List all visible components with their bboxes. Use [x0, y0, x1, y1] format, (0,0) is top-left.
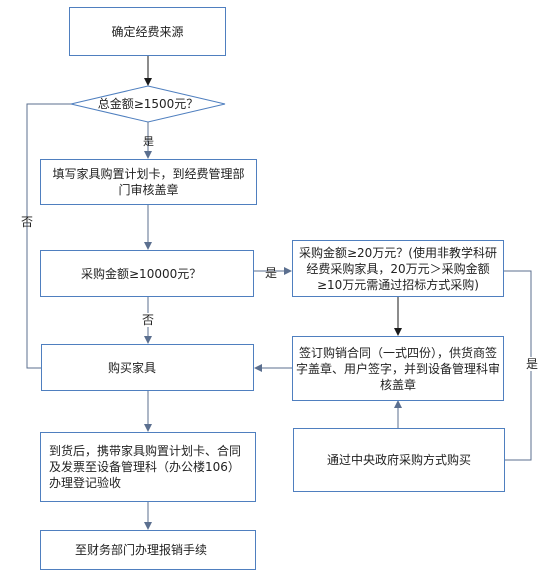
node-arrival-register: 到货后，携带家具购置计划卡、合同及发票至设备管理科（办公楼106）办理登记验收: [40, 432, 256, 502]
node-gov-purchase: 通过中央政府采购方式购买: [293, 428, 505, 492]
node-decision-purchase: 采购金额≥10000元？: [40, 250, 254, 297]
label-no-total: 否: [21, 215, 34, 229]
node-sign-contract: 签订购销合同（一式四份），供货商签字盖章、用户签字，并到设备管理科审核盖章: [292, 336, 504, 401]
label-no-purchase: 否: [142, 313, 155, 327]
decision-total-text: 总金额≥1500元？: [97, 97, 199, 111]
node-fill-plan-card: 填写家具购置计划卡，到经费管理部门审核盖章: [40, 159, 257, 205]
label-yes-purchase: 是: [265, 266, 278, 280]
node-finance-reimburse: 至财务部门办理报销手续: [40, 530, 256, 570]
arrow-decision-no-to-buy: [26, 103, 71, 369]
node-purchase-note: 采购金额≥20万元？(使用非教学科研经费采购家具，20万元＞采购金额≥10万元需…: [292, 240, 504, 297]
label-yes-gov: 是: [526, 357, 539, 371]
node-buy-furniture: 购买家具: [41, 344, 254, 391]
label-yes-total: 是: [143, 135, 154, 148]
node-confirm-source: 确定经费来源: [69, 7, 226, 56]
